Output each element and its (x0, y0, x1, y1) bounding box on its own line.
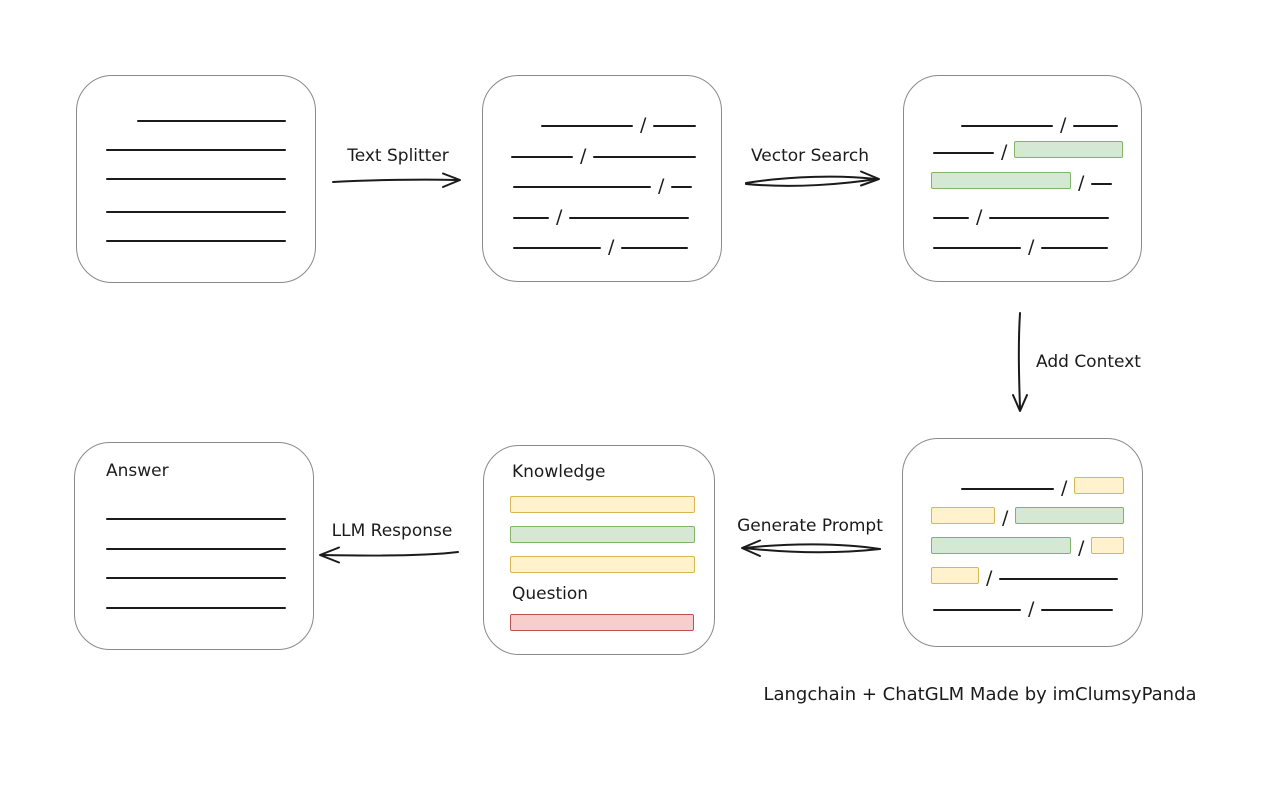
slash-separator: / (640, 114, 647, 136)
text-line (653, 125, 697, 127)
slash-separator: / (1028, 236, 1035, 258)
knowledge-bar-yellow (510, 496, 695, 513)
chunk-row: / (541, 112, 697, 135)
text-line (989, 217, 1110, 219)
text-line (106, 518, 286, 520)
slash-separator: / (986, 567, 993, 589)
text-line (1091, 183, 1113, 185)
text-line (933, 609, 1021, 611)
text-line (933, 217, 969, 219)
text-line (621, 247, 689, 249)
text-line (569, 217, 690, 219)
chunk-row: / (933, 234, 1109, 257)
text-line (933, 247, 1021, 249)
vector-search-label: Vector Search (751, 146, 869, 166)
slash-separator: / (658, 175, 665, 197)
chunk-yellow (1091, 537, 1125, 554)
text-line (513, 186, 651, 188)
add-context-label: Add Context (1036, 352, 1141, 372)
slash-separator: / (1060, 114, 1067, 136)
vector-search-arrow (745, 170, 880, 187)
slash-separator: / (1002, 507, 1009, 529)
text-line (593, 156, 697, 158)
text-line (513, 217, 549, 219)
text-line (513, 247, 601, 249)
chunk-green (1015, 507, 1125, 524)
text-splitter-label: Text Splitter (347, 146, 449, 166)
chunk-yellow (931, 507, 995, 524)
generate-prompt-arrow (741, 539, 881, 557)
knowledge-bar-green (510, 526, 695, 543)
chunk-row: / (933, 204, 1110, 227)
chunk-row: / (931, 535, 1125, 558)
chunk-row: / (961, 112, 1119, 135)
slash-separator: / (608, 236, 615, 258)
split-text-node: / / / / / (482, 75, 722, 282)
answer-heading: Answer (106, 461, 169, 481)
slash-separator: / (1078, 537, 1085, 559)
context-added-node: / / / / / (902, 438, 1143, 647)
prompt-node: Knowledge Question (483, 445, 715, 655)
question-bar-red (510, 614, 694, 631)
text-line (106, 178, 286, 180)
text-line (1041, 247, 1109, 249)
question-heading: Question (512, 584, 589, 604)
chunk-row: / (513, 234, 689, 257)
text-line (961, 488, 1054, 490)
answer-node: Answer (74, 442, 314, 650)
chunk-row: / (933, 139, 1124, 162)
chunk-green (931, 172, 1071, 189)
chunk-row: / (511, 143, 697, 166)
llm-response-label: LLM Response (331, 521, 453, 541)
text-line (106, 548, 286, 550)
text-line (961, 125, 1053, 127)
chunk-green (1014, 141, 1124, 158)
chunk-row: / (513, 173, 693, 196)
diagram-caption: Langchain + ChatGLM Made by imClumsyPand… (763, 684, 1197, 705)
text-line (1073, 125, 1119, 127)
chunk-row: / (513, 204, 690, 227)
text-line (106, 607, 286, 609)
source-document-node (76, 75, 316, 283)
chunk-row: / (931, 505, 1125, 528)
llm-response-arrow (319, 546, 459, 564)
add-context-arrow (1012, 312, 1028, 412)
slash-separator: / (1061, 477, 1068, 499)
chunk-row: / (961, 475, 1125, 498)
text-line (541, 125, 633, 127)
text-line (137, 120, 286, 122)
text-line (106, 211, 286, 213)
slash-separator: / (580, 145, 587, 167)
text-line (1041, 609, 1114, 611)
knowledge-heading: Knowledge (512, 462, 606, 482)
text-line (999, 578, 1119, 580)
text-line (106, 149, 286, 151)
text-line (106, 240, 286, 242)
chunk-row: / (933, 596, 1114, 619)
knowledge-bar-yellow (510, 556, 695, 573)
text-splitter-arrow (332, 172, 461, 188)
slash-separator: / (1078, 172, 1085, 194)
text-line (511, 156, 573, 158)
text-line (671, 186, 693, 188)
chunk-yellow (1074, 477, 1125, 494)
text-line (106, 577, 286, 579)
chunk-row: / (931, 170, 1113, 193)
slash-separator: / (1028, 598, 1035, 620)
slash-separator: / (1001, 141, 1008, 163)
chunk-yellow (931, 567, 979, 584)
text-line (933, 152, 994, 154)
chunk-row: / (931, 565, 1119, 588)
slash-separator: / (976, 206, 983, 228)
chunk-green (931, 537, 1071, 554)
slash-separator: / (556, 206, 563, 228)
generate-prompt-label: Generate Prompt (737, 516, 883, 536)
vector-matched-node: / / / / / (903, 75, 1142, 282)
